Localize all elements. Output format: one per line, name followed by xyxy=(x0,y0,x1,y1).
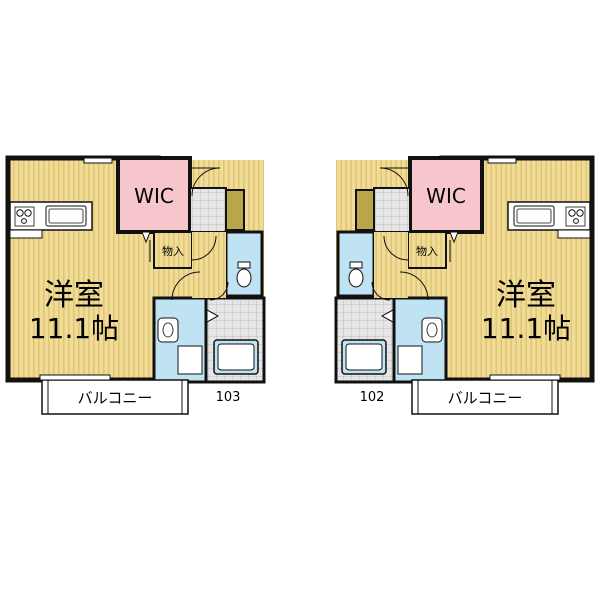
unit-103-room-size: 11.1帖 xyxy=(29,312,119,345)
unit-103-room-name: 洋室 xyxy=(44,278,104,313)
unit-102-number: 102 xyxy=(360,390,385,405)
unit-102-wic-label: WIC xyxy=(426,184,466,208)
unit-102-room-size: 11.1帖 xyxy=(481,312,571,345)
unit-103-wic-label: WIC xyxy=(134,184,174,208)
unit-103-number: 103 xyxy=(216,390,241,405)
unit-102-balcony-label: バルコニー xyxy=(448,389,523,407)
unit-102-storage-label: 物入 xyxy=(416,244,438,258)
unit-102-room-name: 洋室 xyxy=(496,278,556,313)
unit-103-balcony-label: バルコニー xyxy=(78,389,153,407)
unit-103-storage-label: 物入 xyxy=(162,244,184,258)
